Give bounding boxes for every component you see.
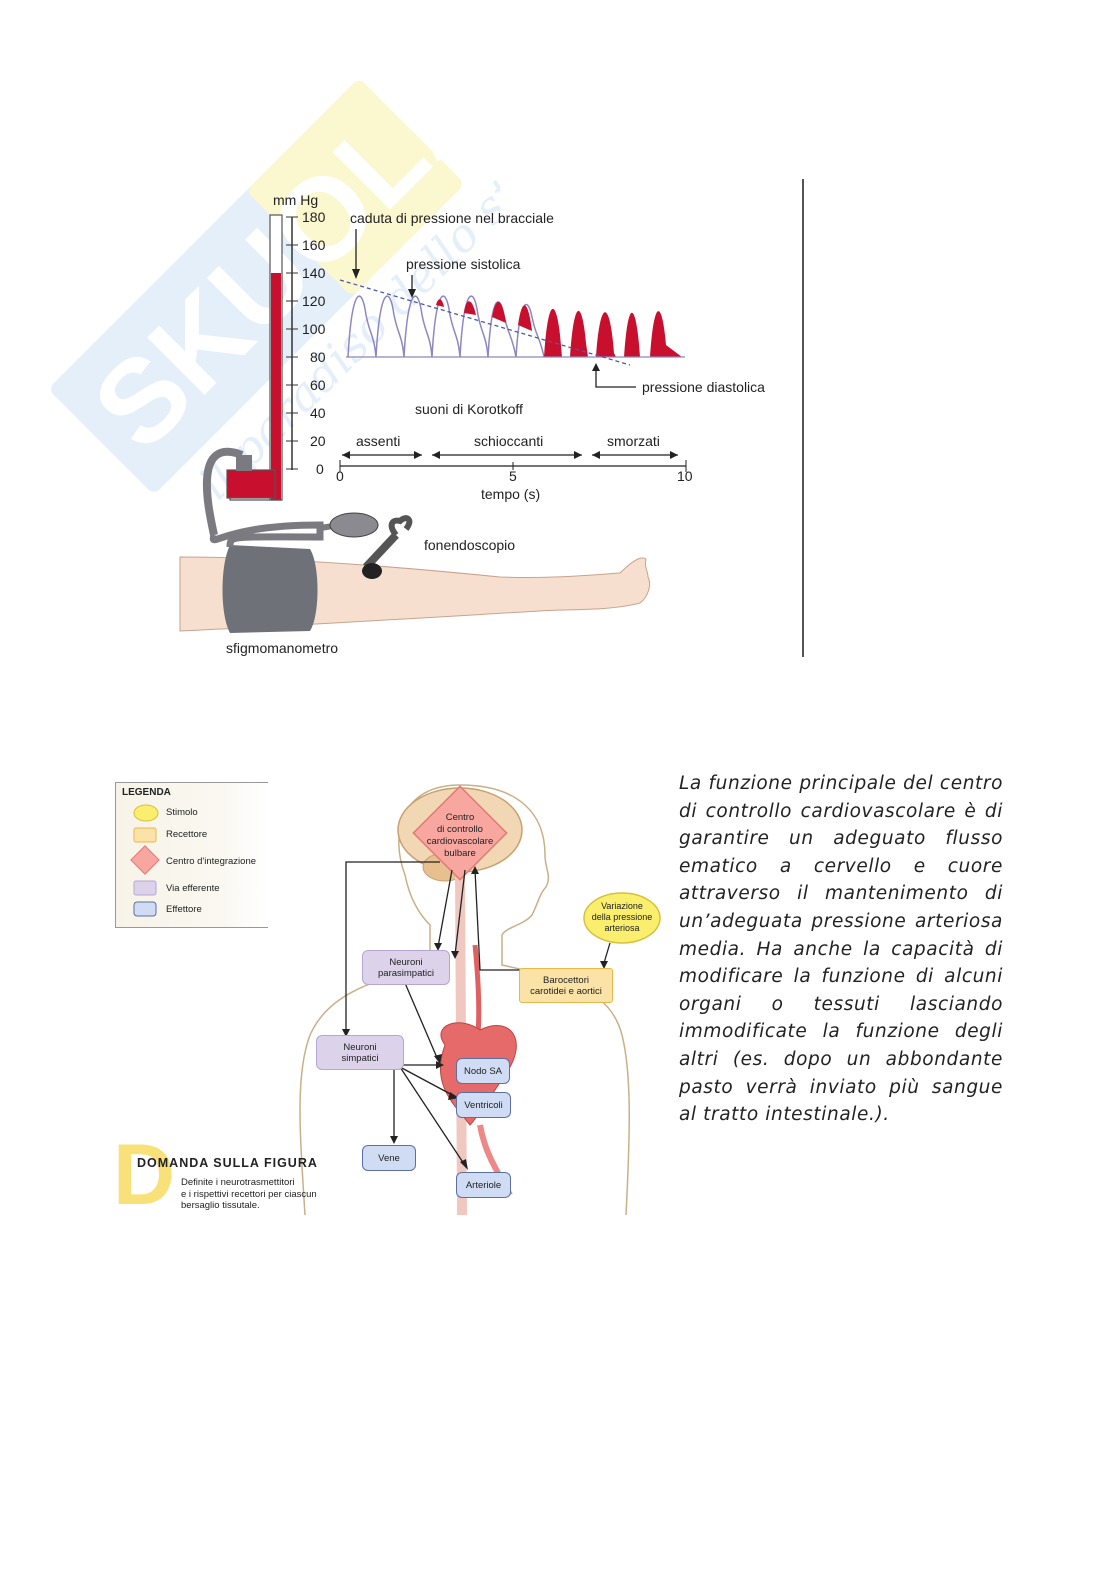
veins-box: Vene <box>362 1145 416 1171</box>
arterioles-box: Arteriole <box>456 1172 511 1198</box>
sphygmomanometer-label: sfigmomanometro <box>226 640 338 656</box>
question-heading: DOMANDA SULLA FIGURA <box>137 1156 318 1170</box>
svg-text:140: 140 <box>302 265 326 281</box>
time-tick-10: 10 <box>677 468 693 484</box>
systolic-label: pressione sistolica <box>406 256 521 272</box>
svg-text:Centro: Centro <box>446 812 475 823</box>
svg-text:40: 40 <box>310 405 326 421</box>
sympathetic-neurons-box: Neuroni simpatici <box>316 1035 404 1070</box>
phase-absent: assenti <box>356 433 400 449</box>
stimulus-ellipse <box>583 892 661 944</box>
figure-question: D DOMANDA SULLA FIGURA Definite i neurot… <box>113 1132 343 1218</box>
svg-text:180: 180 <box>302 209 326 225</box>
phase-snapping: schioccanti <box>474 433 543 449</box>
svg-text:100: 100 <box>302 321 326 337</box>
legend-item-receptor: Recettore <box>166 829 208 840</box>
svg-text:cardiovascolare: cardiovascolare <box>427 836 494 847</box>
parasympathetic-neurons-box: Neuroni parasimpatici <box>362 950 450 985</box>
stethoscope-label: fonendoscopio <box>424 537 515 553</box>
question-text: Definite i neurotrasmettitori e i rispet… <box>181 1177 317 1211</box>
question-letter: D <box>113 1127 176 1223</box>
cuff <box>222 545 318 633</box>
svg-text:arteriosa: arteriosa <box>604 923 639 933</box>
time-tick-5: 5 <box>509 468 517 484</box>
legend-item-stimulus: Stimolo <box>166 807 198 818</box>
svg-text:80: 80 <box>310 349 326 365</box>
phase-muffled: smorzati <box>607 433 660 449</box>
svg-text:di controllo: di controllo <box>437 824 483 835</box>
effector-swatch <box>133 901 157 917</box>
cuff-drop-label: caduta di pressione nel bracciale <box>350 210 554 226</box>
legend-item-effector: Effettore <box>166 904 202 915</box>
unit-label: mm Hg <box>273 192 318 208</box>
stethoscope <box>362 515 413 579</box>
svg-text:Variazione: Variazione <box>601 901 643 911</box>
time-axis-label: tempo (s) <box>481 486 540 502</box>
baroreceptors-box: Barocettori carotidei e aortici <box>519 968 613 1003</box>
sa-node-box: Nodo SA <box>456 1058 510 1084</box>
column-divider <box>802 179 804 657</box>
legend-item-efferent: Via efferente <box>166 883 220 894</box>
svg-text:0: 0 <box>316 461 324 477</box>
efferent-swatch <box>133 880 157 896</box>
legend-title: LEGENDA <box>122 787 171 798</box>
diastolic-label: pressione diastolica <box>642 379 765 395</box>
stimulus-swatch <box>133 804 159 822</box>
legend-swatches <box>130 804 160 917</box>
cuff-pressure-line <box>339 279 631 366</box>
ventricles-box: Ventricoli <box>456 1092 511 1118</box>
svg-text:bulbare: bulbare <box>444 848 476 859</box>
pulse-waveform <box>339 279 685 366</box>
korotkoff-label: suoni di Korotkoff <box>415 401 523 417</box>
inflation-bulb <box>329 512 379 538</box>
svg-text:120: 120 <box>302 293 326 309</box>
svg-text:20: 20 <box>310 433 326 449</box>
pressure-scale: mm Hg 180 160 140 120 100 80 60 40 20 0 <box>273 192 326 477</box>
legend: LEGENDA Stimolo Recettore Centro d'integ… <box>115 782 268 928</box>
body-paragraph: La funzione principale del centro di con… <box>679 773 1003 1126</box>
legend-item-integration: Centro d'integrazione <box>166 856 257 867</box>
integration-center <box>412 785 508 881</box>
mercury-column <box>271 273 281 500</box>
blood-pressure-figure: mm Hg 180 160 140 120 100 80 60 40 20 0 … <box>179 192 765 656</box>
svg-text:della pressione: della pressione <box>592 912 653 922</box>
integration-swatch <box>130 845 160 875</box>
svg-text:160: 160 <box>302 237 326 253</box>
svg-text:60: 60 <box>310 377 326 393</box>
time-tick-0: 0 <box>336 468 344 484</box>
receptor-swatch <box>133 827 157 843</box>
